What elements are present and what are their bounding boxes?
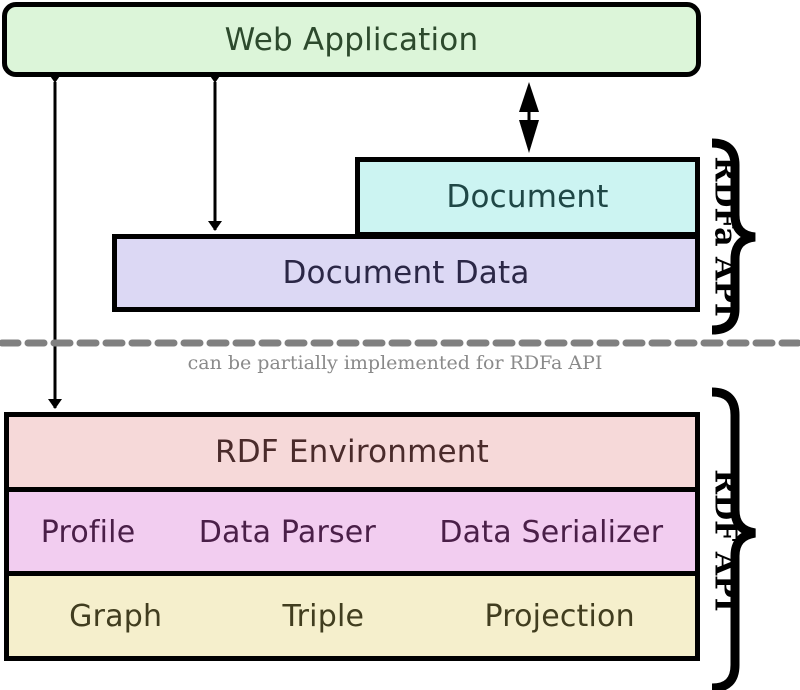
document-data-box: Document Data xyxy=(112,234,700,312)
rdf-api-brace-icon xyxy=(711,387,756,690)
projection-label: Projection xyxy=(484,598,635,634)
arrow-webapp-document xyxy=(519,82,539,153)
rdf-environment-label: RDF Environment xyxy=(214,434,490,470)
document-box: Document xyxy=(355,157,700,237)
rdf-api-group-label: RDF API xyxy=(707,469,743,612)
data-serializer-label: Data Serializer xyxy=(439,514,664,550)
rdfa-api-brace-icon xyxy=(711,138,756,335)
document-label: Document xyxy=(446,179,609,215)
data-parser-label: Data Parser xyxy=(198,514,376,550)
rdfa-api-group-label: RDFa API xyxy=(707,156,743,317)
graph-label: Graph xyxy=(69,598,163,634)
divider-note: can be partially implemented for RDFa AP… xyxy=(187,352,603,374)
rdf-environment-box: RDF Environment xyxy=(4,412,700,492)
profile-label: Profile xyxy=(40,514,136,550)
triple-label: Triple xyxy=(282,598,365,634)
rdf-data-model-row: Graph Triple Projection xyxy=(4,571,700,661)
document-data-label: Document Data xyxy=(282,255,530,291)
rdf-processing-row: Profile Data Parser Data Serializer xyxy=(4,487,700,577)
web-application-label: Web Application xyxy=(224,21,479,58)
web-application-box: Web Application xyxy=(2,2,701,77)
